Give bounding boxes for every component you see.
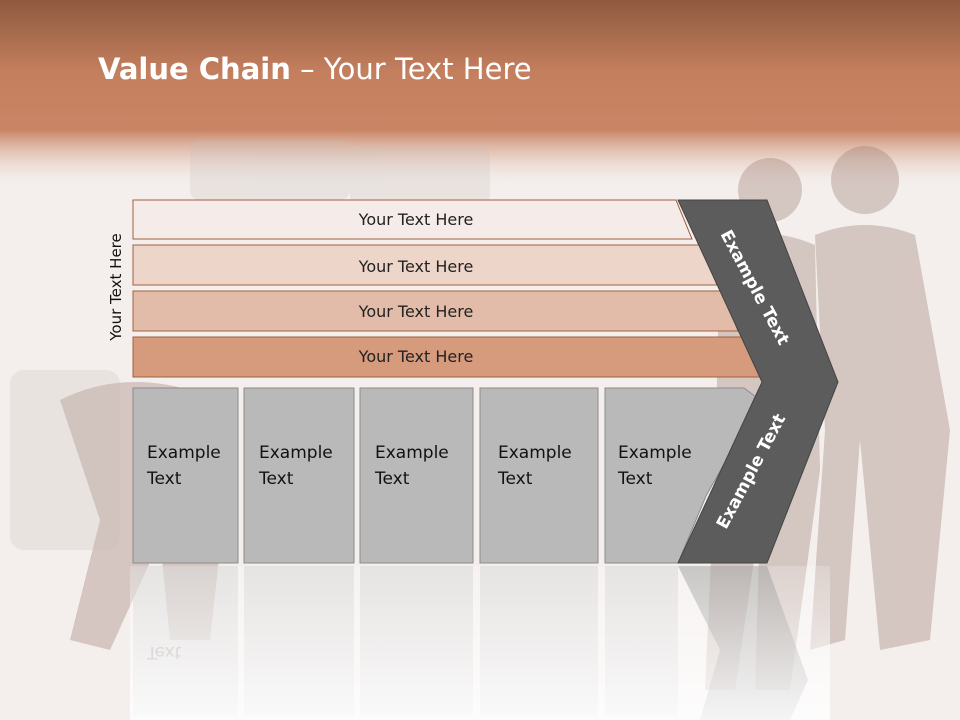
margin-chevron: Example Text Example Text	[677, 199, 839, 564]
row-label: Your Text Here	[358, 347, 474, 366]
row-label: Your Text Here	[358, 302, 474, 321]
row-1: Your Text Here	[132, 199, 693, 240]
box-text-line1: Example	[498, 443, 572, 463]
box-text-line2: Text	[374, 469, 410, 489]
slide-title: Value Chain – Your Text Here	[98, 52, 532, 86]
box-text-line2: Text	[258, 469, 294, 489]
row-2: Your Text Here	[132, 244, 718, 286]
activity-box-5: Example Text	[604, 387, 761, 564]
activity-box-3: Example Text	[359, 387, 474, 564]
reflection-fade	[130, 566, 830, 720]
row-3: Your Text Here	[132, 290, 739, 332]
row-label: Your Text Here	[358, 257, 474, 276]
box-text-line1: Example	[259, 443, 333, 463]
row-label: Your Text Here	[358, 210, 474, 229]
box-text-line2: Text	[617, 469, 653, 489]
box-text-line1: Example	[375, 443, 449, 463]
row-4: Your Text Here	[132, 336, 763, 378]
box-text-line2: Text	[497, 469, 533, 489]
box-text-line2: Text	[146, 469, 182, 489]
activity-box-4: Example Text	[479, 387, 599, 564]
box-text-line1: Example	[147, 443, 221, 463]
puzzle-silhouette	[10, 140, 490, 550]
activity-box-2: Example Text	[243, 387, 355, 564]
title-bold: Value Chain	[98, 52, 291, 86]
box-text-line1: Example	[618, 443, 692, 463]
title-rest: – Your Text Here	[290, 52, 532, 86]
activity-box-1: Example Text	[132, 387, 239, 564]
